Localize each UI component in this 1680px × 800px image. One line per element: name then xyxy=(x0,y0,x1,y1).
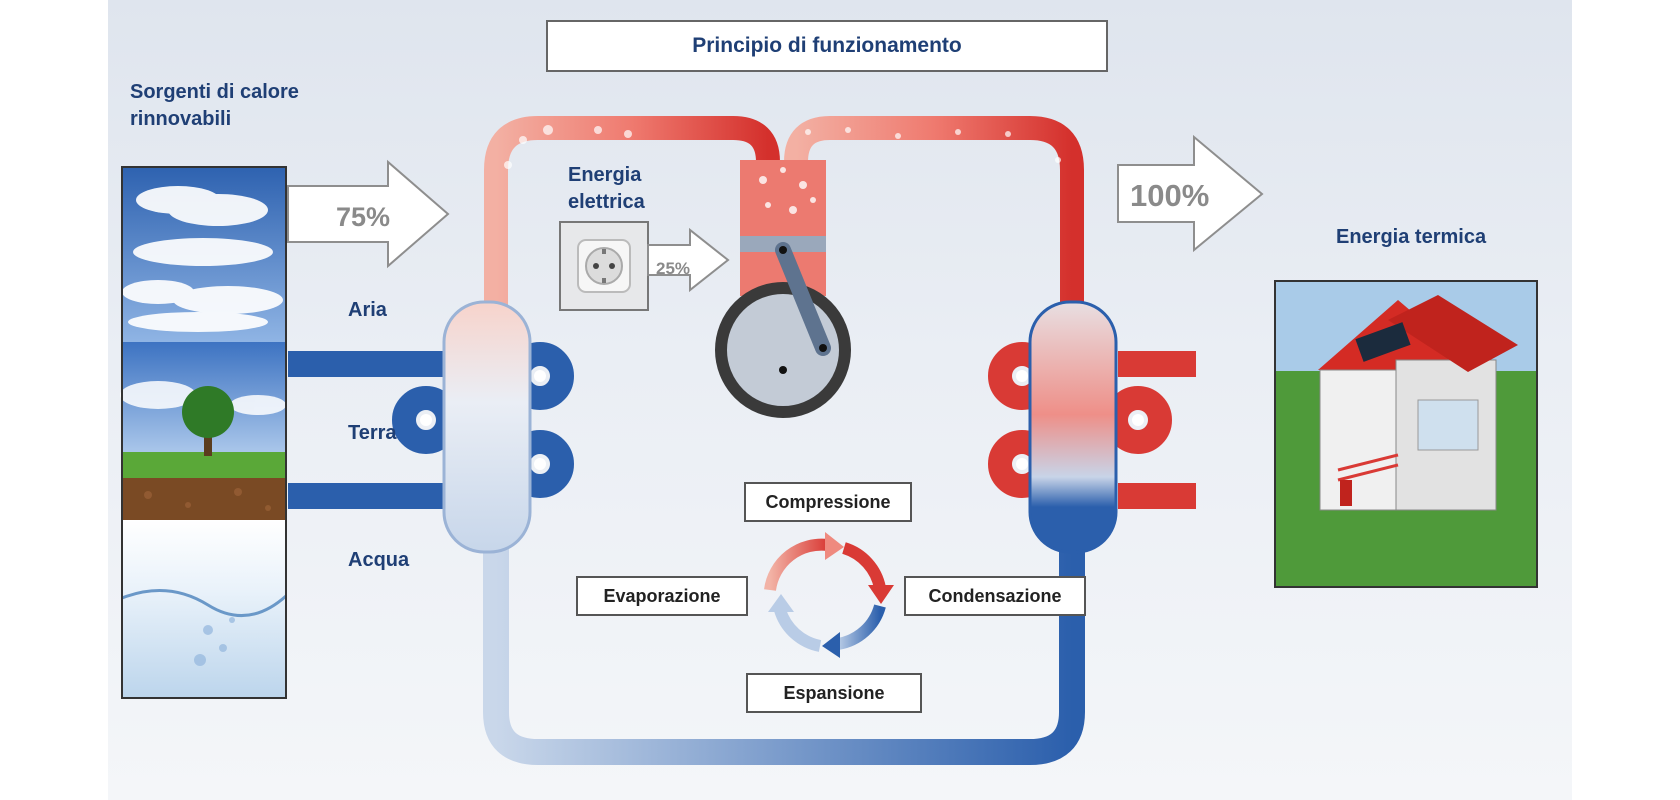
phase-compression-text: Compressione xyxy=(765,491,891,512)
phase-expansion-text: Espansione xyxy=(783,682,885,703)
evaporator xyxy=(442,300,532,554)
phase-evaporation: Evaporazione xyxy=(576,576,748,616)
arrow-electric-25 xyxy=(647,227,730,293)
sources-heading-line1: Sorgenti di calore xyxy=(130,81,299,103)
phase-condensation: Condensazione xyxy=(904,576,1086,616)
output-percent-label: 100% xyxy=(1130,178,1210,213)
phase-compression: Compressione xyxy=(744,482,912,522)
thermal-energy-label: Energia termica xyxy=(1336,226,1487,248)
phase-expansion: Espansione xyxy=(746,673,922,713)
phase-evaporation-text: Evaporazione xyxy=(603,585,721,606)
source-label-acqua: Acqua xyxy=(348,549,410,571)
phase-condensation-text: Condensazione xyxy=(928,585,1062,606)
input-percent-label: 75% xyxy=(336,202,391,232)
electric-energy-line2: elettrica xyxy=(568,191,645,213)
condenser xyxy=(1028,300,1118,554)
source-label-aria: Aria xyxy=(348,299,387,321)
arrow-input-75 xyxy=(287,159,450,269)
source-exchanger-coils xyxy=(288,342,574,509)
diagram-title: Principio di funzionamento xyxy=(546,20,1108,72)
sources-heading: Sorgenti di calore rinnovabili xyxy=(130,79,299,133)
renewable-sources-image xyxy=(120,166,287,699)
compressor-icon xyxy=(715,160,851,418)
house-image xyxy=(1274,280,1538,588)
sources-heading-line2: rinnovabili xyxy=(130,108,232,130)
cycle-arrows-icon xyxy=(764,532,894,658)
electric-energy-label: Energia elettrica xyxy=(568,162,645,216)
electric-percent-label: 25% xyxy=(656,259,691,278)
diagram-title-text: Principio di funzionamento xyxy=(692,34,962,57)
arrow-output-100 xyxy=(1117,134,1264,253)
tree-soil-image xyxy=(122,386,286,520)
diagram-graphics xyxy=(120,116,1538,765)
power-socket-icon xyxy=(559,221,649,311)
water-image xyxy=(121,520,287,698)
cloud-sky-image xyxy=(122,186,283,332)
diagram-canvas: Principio di funzionamento Sorgenti di c… xyxy=(108,0,1572,800)
refrigerant-bubbles xyxy=(504,125,1061,169)
source-label-terra: Terra xyxy=(348,422,397,444)
electric-energy-line1: Energia xyxy=(568,164,642,186)
